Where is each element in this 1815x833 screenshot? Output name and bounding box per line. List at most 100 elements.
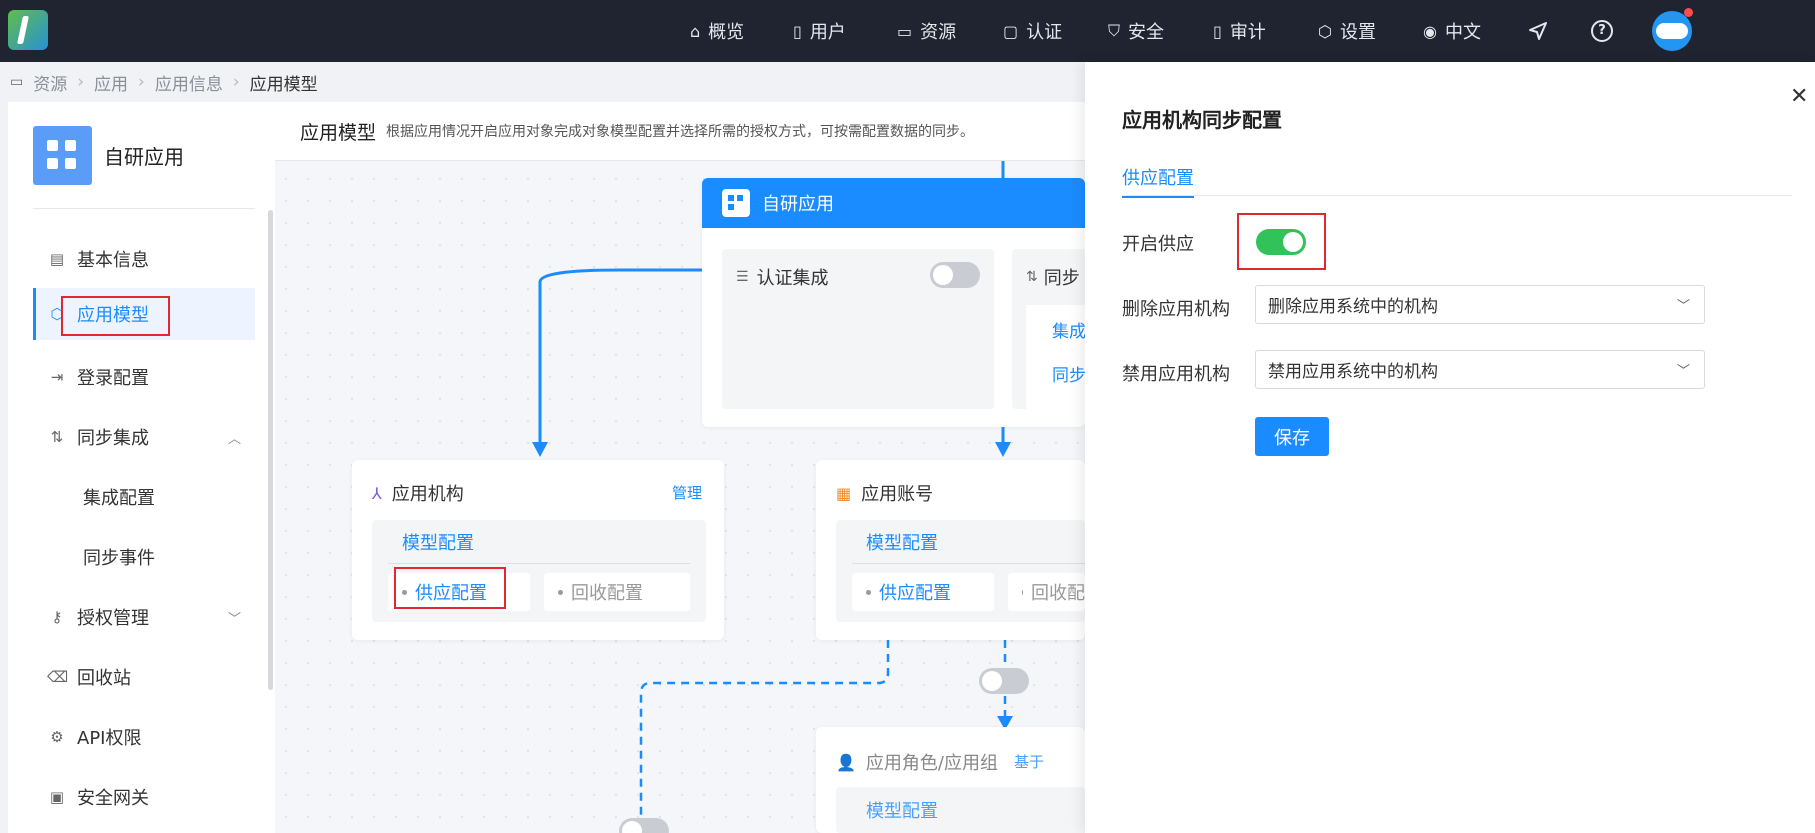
disable-org-select[interactable]: 禁用应用系统中的机构﹀	[1255, 350, 1705, 389]
sidebar-item-security-gateway[interactable]: ▣安全网关	[33, 771, 255, 823]
divider	[33, 208, 255, 209]
org-recycle-config-link[interactable]: 回收配置	[544, 573, 690, 611]
avatar[interactable]	[1652, 11, 1692, 51]
role-model-panel: 模型配置	[836, 787, 1085, 833]
auth-integration-toggle[interactable]	[930, 262, 980, 288]
disable-org-label: 禁用应用机构	[1122, 364, 1230, 385]
home-icon: ⌂	[690, 21, 701, 41]
cube-icon: ⬡	[50, 305, 64, 323]
sidebar-item-app-model[interactable]: ⬡应用模型	[33, 288, 255, 340]
page-description: 根据应用情况开启应用对象完成对象模型配置并选择所需的授权方式，可按需配置数据的同…	[386, 124, 975, 140]
app-account-card: ▦应用账号 模型配置 供应配置 回收配	[816, 460, 1085, 640]
sidebar-item-sync-integration[interactable]: ⇅同步集成︿	[33, 411, 255, 463]
model-canvas: 应用模型 根据应用情况开启应用对象完成对象模型配置并选择所需的授权方式，可按需配…	[275, 102, 1085, 833]
close-icon[interactable]: ✕	[1790, 84, 1809, 109]
help-icon[interactable]: ?	[1591, 20, 1613, 42]
grid-icon: ▦	[836, 483, 852, 503]
notification-dot-icon	[1684, 8, 1693, 17]
nav-resources[interactable]: ▭资源	[897, 21, 957, 44]
app-name: 自研应用	[104, 145, 184, 169]
app-card: 自研应用 ☰认证集成 ⇅同步 集成 同步	[702, 178, 1085, 427]
chevron-up-icon: ︿	[227, 431, 241, 447]
folder-icon: ▭	[897, 21, 913, 41]
chevron-down-icon: ﹀	[227, 611, 241, 627]
nav-settings[interactable]: ⬡设置	[1318, 21, 1376, 44]
sidebar-item-integration-config[interactable]: 集成配置	[83, 488, 155, 509]
other-sync-toggle[interactable]	[619, 818, 669, 833]
sliders-icon: ☰	[736, 269, 749, 285]
trash-icon: ⌫	[47, 668, 69, 686]
sidebar-item-recycle-bin[interactable]: ⌫回收站	[47, 668, 131, 689]
integration-link[interactable]: 集成	[1052, 322, 1085, 342]
app-card-header: 自研应用	[702, 178, 1085, 228]
sync-icon: ⇅	[1026, 269, 1038, 285]
nav-security[interactable]: ⛉安全	[1108, 21, 1165, 43]
breadcrumb-separator-icon: ›	[138, 72, 145, 92]
chip-icon: ⚙	[50, 728, 64, 746]
nav-overview[interactable]: ⌂概览	[690, 21, 745, 44]
app-logo-icon	[33, 126, 92, 185]
sidebar-item-sync-events[interactable]: 同步事件	[83, 548, 155, 569]
sidebar-item-authorization[interactable]: ⚷授权管理﹀	[33, 591, 255, 643]
enable-supply-toggle[interactable]	[1256, 229, 1306, 255]
sync-icon: ⇅	[50, 428, 64, 446]
account-recycle-config-link[interactable]: 回收配	[1008, 573, 1085, 611]
sidebar-scrollbar[interactable]	[268, 210, 273, 690]
sidebar-item-basic-info[interactable]: ▤基本信息	[33, 233, 255, 285]
role-model-config-link[interactable]: 模型配置	[866, 801, 938, 822]
gateway-icon: ▣	[49, 788, 65, 806]
delete-org-label: 删除应用机构	[1122, 299, 1230, 320]
app-role-card: 👤应用角色/应用组 基于 模型配置	[816, 727, 1085, 833]
breadcrumb-apps[interactable]: 应用	[94, 74, 129, 95]
tab-supply-config[interactable]: 供应配置	[1122, 164, 1194, 198]
app-header: 自研应用	[33, 126, 184, 185]
enable-supply-label: 开启供应	[1122, 234, 1194, 255]
org-model-panel: 模型配置 供应配置 回收配置	[372, 520, 706, 622]
account-model-panel: 模型配置 供应配置 回收配	[836, 520, 1085, 622]
monitor-icon: ▢	[1003, 21, 1019, 41]
settings-icon: ⬡	[1318, 21, 1332, 41]
role-basis-link[interactable]: 基于	[1014, 753, 1045, 771]
globe-icon: ◉	[1423, 21, 1437, 41]
tab-divider	[1122, 195, 1792, 196]
org-sync-config-drawer	[1085, 62, 1815, 833]
manage-link[interactable]: 管理	[672, 484, 703, 502]
sidebar: 自研应用 ▤基本信息 ⬡应用模型 ⇥登录配置 ⇅同步集成︿ 集成配置 同步事件 …	[8, 102, 275, 833]
delete-org-select[interactable]: 删除应用系统中的机构﹀	[1255, 285, 1705, 324]
document-icon: ▤	[49, 250, 65, 268]
nav-authentication[interactable]: ▢认证	[1003, 21, 1063, 44]
breadcrumb: ▭ 资源› 应用› 应用信息› 应用模型	[0, 62, 1085, 102]
save-button[interactable]: 保存	[1255, 417, 1329, 456]
user-icon: ▯	[793, 21, 802, 41]
audit-icon: ▯	[1213, 21, 1222, 41]
org-model-config-link[interactable]: 模型配置	[402, 533, 474, 554]
page-title: 应用模型	[300, 121, 377, 144]
org-tree-icon: ⅄	[372, 483, 382, 503]
sync-link[interactable]: 同步	[1052, 366, 1085, 386]
breadcrumb-current: 应用模型	[249, 74, 318, 95]
account-supply-config-link[interactable]: 供应配置	[852, 573, 994, 611]
send-icon[interactable]	[1528, 0, 1548, 62]
role-sync-toggle[interactable]	[979, 668, 1029, 694]
app-org-card: ⅄应用机构 管理 模型配置 供应配置 回收配置	[352, 460, 724, 640]
account-model-config-link[interactable]: 模型配置	[866, 533, 938, 554]
folder-icon: ▭	[10, 74, 24, 90]
drawer-title: 应用机构同步配置	[1122, 108, 1282, 132]
sync-panel: ⇅同步 集成 同步	[1012, 249, 1085, 415]
breadcrumb-app-info[interactable]: 应用信息	[154, 74, 223, 95]
user-group-icon: 👤	[836, 752, 856, 772]
brand-logo-icon[interactable]	[8, 10, 48, 50]
org-supply-config-link[interactable]: 供应配置	[388, 573, 530, 611]
top-navigation-bar: ⌂概览 ▯用户 ▭资源 ▢认证 ⛉安全 ▯审计 ⬡设置 ◉中文 ?	[0, 0, 1815, 62]
main-header: 应用模型 根据应用情况开启应用对象完成对象模型配置并选择所需的授权方式，可按需配…	[275, 102, 1085, 161]
shield-icon: ⛉	[1108, 21, 1121, 40]
sidebar-item-api-permission[interactable]: ⚙API权限	[33, 711, 255, 763]
nav-users[interactable]: ▯用户	[793, 21, 846, 44]
login-icon: ⇥	[50, 368, 64, 386]
breadcrumb-resources[interactable]: 资源	[33, 74, 68, 95]
auth-integration-panel: ☰认证集成	[722, 249, 994, 409]
app-grid-icon	[722, 189, 750, 217]
sidebar-item-login-config[interactable]: ⇥登录配置	[33, 351, 255, 403]
nav-language[interactable]: ◉中文	[1423, 21, 1481, 44]
nav-audit[interactable]: ▯审计	[1213, 21, 1266, 44]
